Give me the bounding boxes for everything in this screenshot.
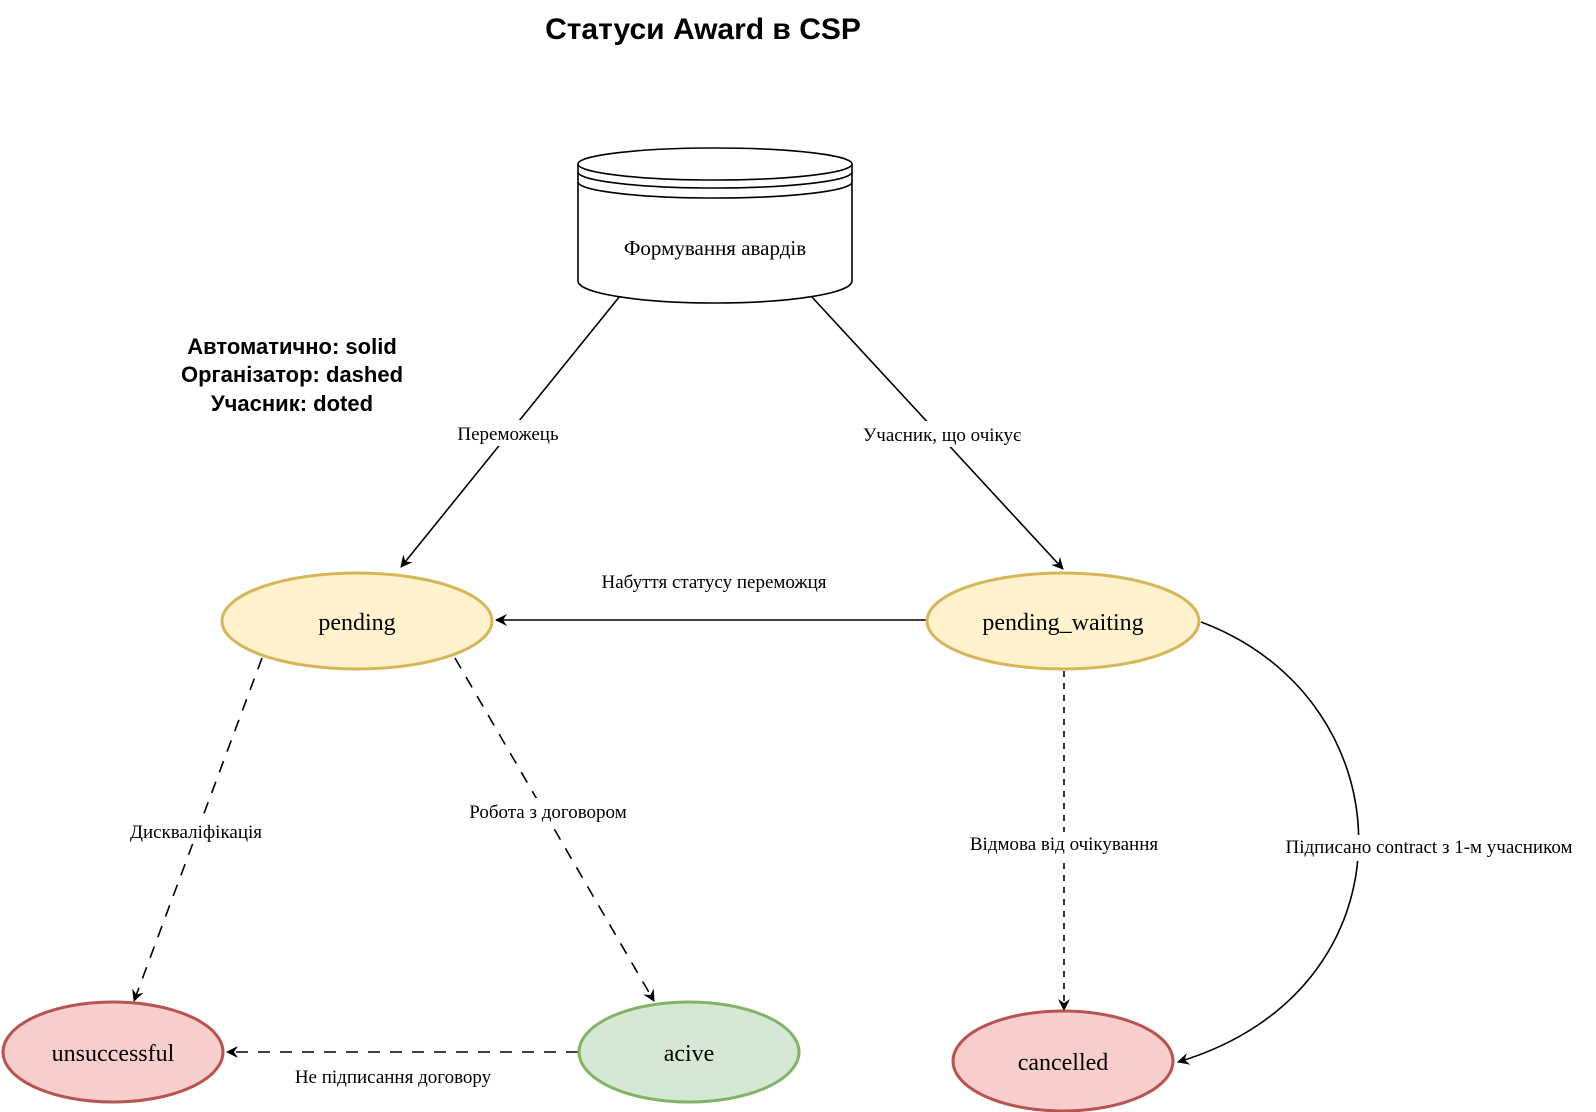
- node-award-formation[interactable]: Формування авардів: [577, 147, 853, 304]
- label-bg: [1262, 835, 1596, 861]
- node-cancelled[interactable]: cancelled: [951, 1009, 1175, 1112]
- cylinder-top: [577, 147, 853, 181]
- label-bg: [848, 421, 1036, 447]
- edge-label-become-winner: Набуття статусу переможця: [602, 572, 827, 593]
- edge-label-waiting-participant: Учасник, що очікує: [863, 425, 1021, 446]
- node-shape: [577, 1000, 801, 1104]
- edge-label-disqualification: Дискваліфікація: [130, 822, 262, 843]
- node-pending[interactable]: pending: [220, 571, 494, 671]
- label-bg: [950, 832, 1178, 858]
- edge-label-refuse-waiting: Відмова від очікування: [970, 834, 1159, 855]
- node-active[interactable]: acive: [577, 1000, 801, 1104]
- node-label: unsuccessful: [52, 1041, 175, 1067]
- node-label: acive: [664, 1041, 715, 1067]
- edge-source-to-pending-waiting[interactable]: Учасник, що очікує: [810, 295, 1064, 570]
- edge-pending-waiting-to-pending[interactable]: Набуття статусу переможця: [495, 572, 926, 626]
- edge-label-signed-contract: Підписано contract з 1-м учасником: [1286, 837, 1573, 858]
- label-bg: [118, 818, 274, 844]
- node-unsuccessful[interactable]: unsuccessful: [1, 1000, 225, 1104]
- edge-label-winner: Переможець: [457, 424, 559, 445]
- cylinder-ring: [577, 171, 853, 189]
- edge-label-contract-work: Робота з договором: [469, 802, 626, 823]
- diagram-title: Статуси Award в CSP: [545, 13, 861, 46]
- cylinder-body: [577, 164, 853, 304]
- cylinder-ring: [577, 181, 853, 199]
- node-pending-waiting[interactable]: pending_waiting: [925, 571, 1201, 671]
- edge-active-to-unsuccessful[interactable]: Не підписання договору: [226, 1046, 578, 1088]
- legend: Автоматично: solid Організатор: dashed У…: [181, 334, 403, 416]
- edge-pending-waiting-to-cancelled-dotted[interactable]: Відмова від очікування: [950, 671, 1178, 1011]
- edge-pending-to-active[interactable]: Робота з договором: [454, 657, 655, 1002]
- legend-solid: Автоматично: solid: [187, 334, 397, 359]
- node-shape: [951, 1009, 1175, 1112]
- node-label: pending: [318, 610, 395, 636]
- edge-pending-waiting-to-cancelled-solid[interactable]: Підписано contract з 1-м учасником: [1177, 621, 1596, 1065]
- label-bg: [445, 420, 570, 446]
- node-label: cancelled: [1018, 1050, 1109, 1076]
- edge-line[interactable]: [454, 657, 655, 1002]
- edge-pending-to-unsuccessful[interactable]: Дискваліфікація: [118, 657, 274, 1002]
- legend-dashed: Організатор: dashed: [181, 362, 403, 387]
- node-shape: [925, 571, 1201, 671]
- edge-source-to-pending[interactable]: Переможець: [400, 295, 621, 568]
- node-label: pending_waiting: [982, 610, 1143, 636]
- node-shape: [1, 1000, 225, 1104]
- label-bg: [455, 798, 641, 824]
- node-label: Формування авардів: [624, 236, 806, 260]
- edge-label-not-signing: Не підписання договору: [295, 1067, 492, 1088]
- legend-dotted: Учасник: doted: [211, 391, 373, 416]
- node-shape: [220, 571, 494, 671]
